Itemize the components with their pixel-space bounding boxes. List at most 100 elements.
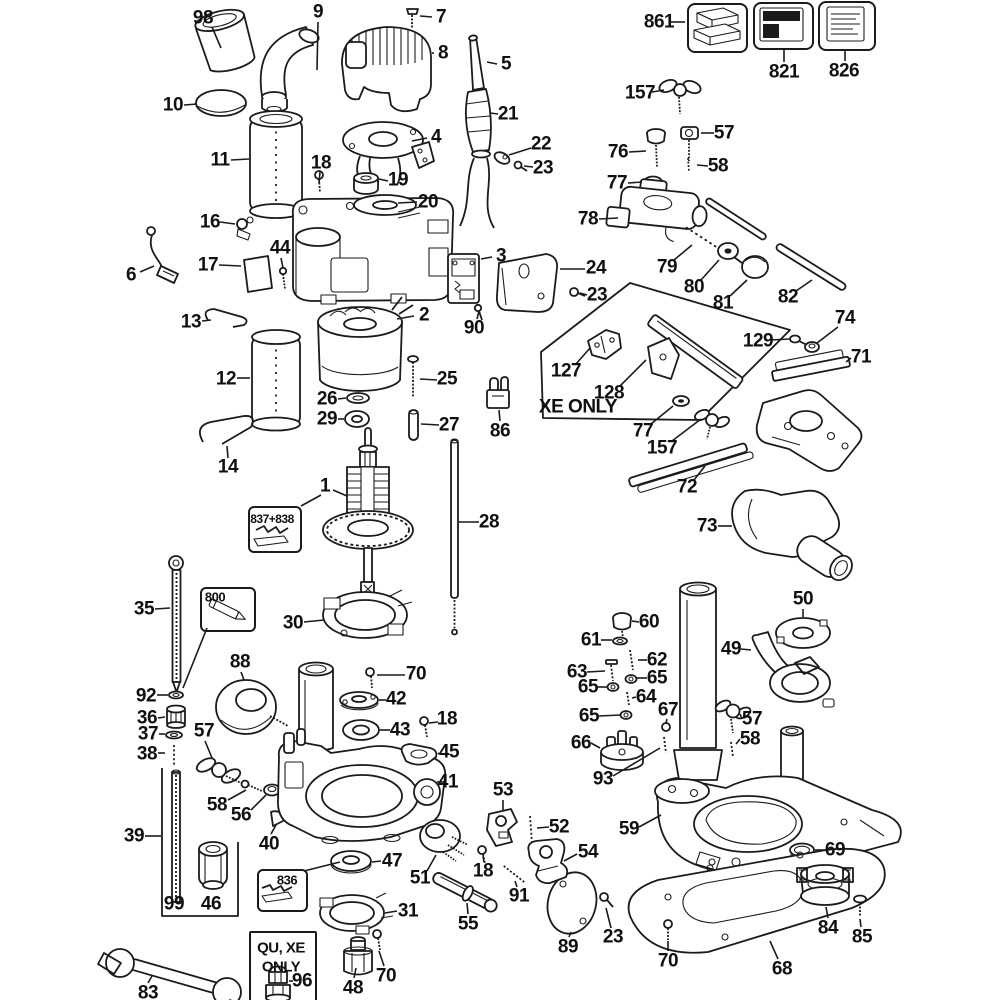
part-label-65: 65 (578, 705, 600, 727)
part-57-bolt (680, 126, 699, 161)
leader-line (480, 256, 493, 260)
part-64-stud (626, 691, 630, 706)
part-label-96: 96 (291, 970, 313, 992)
part-19-grommet (353, 172, 379, 195)
part-23-screw (599, 892, 614, 908)
part-85-screw (853, 894, 867, 917)
part-label-56: 56 (230, 804, 252, 826)
part-label-65: 65 (646, 667, 668, 689)
part-label-11: 11 (210, 149, 230, 171)
part-65-nut (606, 682, 620, 692)
part-26-washer (346, 392, 370, 404)
part-73-dust-chute (731, 488, 853, 582)
part-56-nut (263, 783, 281, 797)
part-label-80: 80 (683, 276, 705, 298)
part-10-cap (195, 89, 247, 117)
part-label-2: 2 (418, 304, 430, 326)
leader-line (650, 405, 674, 425)
part-label-18: 18 (310, 152, 332, 174)
part-67-ball (661, 722, 671, 732)
leader-line (419, 15, 433, 18)
leader-line (227, 789, 247, 801)
leader-line (218, 264, 242, 267)
part-label-57: 57 (741, 708, 763, 730)
leader-line (303, 619, 325, 623)
leader-line (612, 747, 661, 777)
part-70-screw (372, 929, 382, 951)
part-21-cord-protector (459, 88, 495, 229)
leader-line (627, 181, 643, 184)
part-12-bellows (251, 329, 301, 432)
manual-box-826 (818, 1, 876, 51)
part-label-92: 92 (135, 685, 157, 707)
part-label-19: 19 (387, 169, 409, 191)
part-label-73: 73 (696, 515, 718, 537)
part-91-spring (503, 865, 525, 883)
part-62-stud (629, 649, 634, 671)
part-label-36: 36 (136, 707, 158, 729)
leader-line (157, 716, 166, 719)
part-128-bracket (647, 314, 744, 389)
callout-box-qu-xe-only (249, 931, 317, 1000)
part-label-54: 54 (577, 841, 599, 863)
part-58-screw (240, 779, 263, 792)
part-label-22: 22 (530, 133, 552, 155)
part-63-screw (605, 659, 618, 682)
leader-line (638, 814, 662, 828)
part-label-4: 4 (430, 126, 442, 148)
part-157-wing-nut (694, 408, 730, 440)
part-label-76: 76 (607, 141, 629, 163)
part-27-pin (408, 409, 419, 441)
part-label-77: 77 (632, 420, 654, 442)
part-5-power-cord (468, 34, 485, 91)
label-box-821 (753, 2, 814, 50)
part-37-washer (165, 730, 183, 740)
leader-line (489, 112, 499, 115)
part-label-23: 23 (602, 926, 624, 948)
part-label-72: 72 (676, 476, 698, 498)
part-label-50: 50 (792, 588, 814, 610)
part-label-83: 83 (137, 982, 159, 1000)
part-69-oring (789, 842, 815, 858)
part-label-49: 49 (720, 638, 742, 660)
part-label-47: 47 (381, 850, 403, 872)
part-43-bearing (342, 719, 380, 741)
part-label-6: 6 (125, 264, 137, 286)
part-label-42: 42 (385, 688, 407, 710)
part-58-set-screw (687, 157, 690, 173)
part-label-71: 71 (850, 346, 872, 368)
part-label-23: 23 (586, 284, 608, 306)
part-label-qu-xe: QU, XE (257, 939, 305, 957)
leader-line (378, 950, 385, 967)
part-76-bolt (646, 128, 666, 169)
part-label-68: 68 (771, 958, 793, 980)
part-label-84: 84 (817, 917, 839, 939)
part-label-37: 37 (137, 723, 159, 745)
part-71-fence (755, 349, 863, 472)
part-label-58: 58 (206, 794, 228, 816)
part-label-1: 1 (319, 475, 331, 497)
part-label-64: 64 (635, 686, 657, 708)
leader-line (825, 906, 829, 919)
part-50-ring (775, 617, 831, 649)
part-70-screw (663, 919, 673, 940)
part-label-98: 98 (192, 7, 214, 29)
part-label-70: 70 (375, 965, 397, 987)
part-80-bearing (717, 242, 739, 260)
leader-line (183, 103, 198, 106)
part-label-10: 10 (162, 94, 184, 116)
part-label-78: 78 (577, 208, 599, 230)
part-label-66: 66 (570, 732, 592, 754)
part-68-sub-base (627, 847, 886, 954)
leader-line (201, 319, 212, 322)
part-70-screw (365, 667, 375, 689)
leader-line (563, 853, 578, 862)
part-label-43: 43 (389, 719, 411, 741)
part-label-39: 39 (123, 825, 145, 847)
part-82-rods (705, 197, 847, 291)
part-93-spring (663, 736, 667, 754)
part-17-pad (243, 255, 273, 293)
leader-line (337, 397, 347, 400)
